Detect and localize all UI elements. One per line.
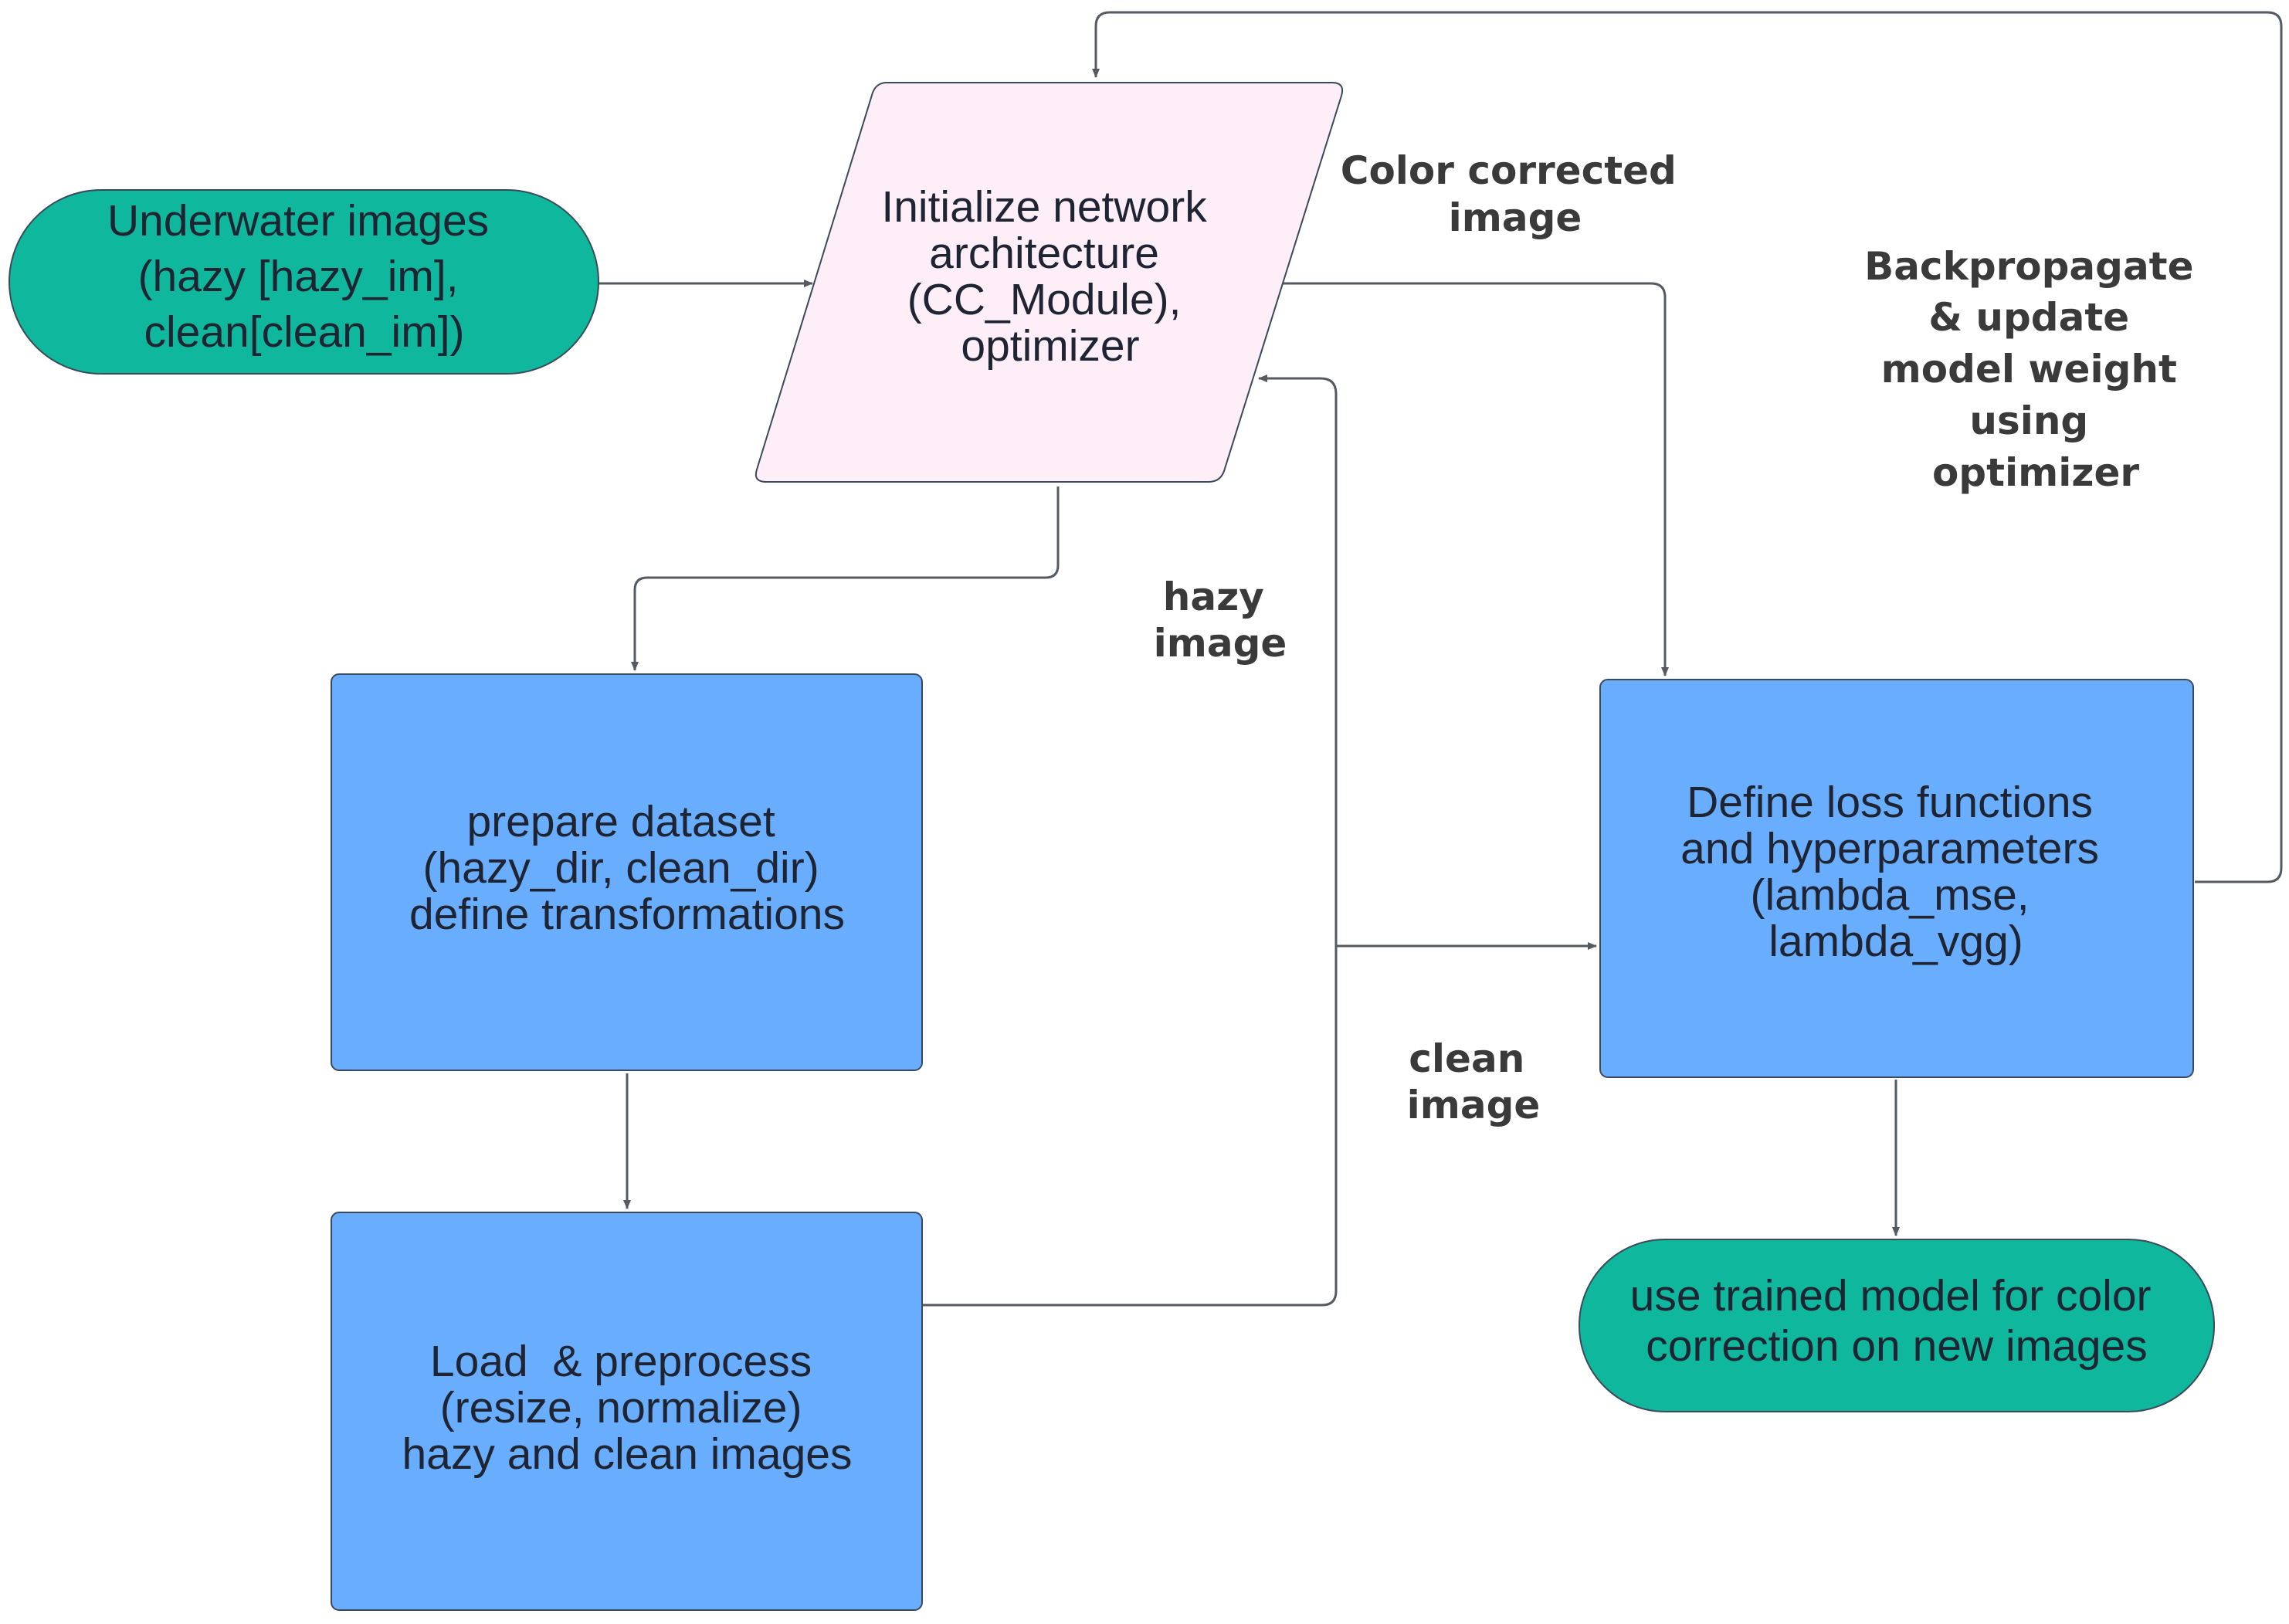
terminator-shape (1579, 1239, 2215, 1412)
node-line: (lambda_mse, (1751, 870, 2030, 920)
edge-label-hazy: hazy image (1154, 575, 1287, 666)
node-line: (CC_Module), (907, 275, 1182, 324)
process-shape (331, 673, 923, 1071)
svg-text:Load & preprocess (resi: Load & preprocess (resize, normalize) ha… (402, 1337, 852, 1479)
edge-label-backpropagate: Backpropagate & update model weight usin… (1864, 244, 2207, 495)
label-line: clean (1409, 1036, 1524, 1081)
label-line: hazy (1163, 575, 1264, 619)
edge-label-color-corrected: Color corrected image (1341, 148, 1690, 240)
edge-load-to-init-hazy (923, 375, 1338, 1307)
node-line: clean[clean_im]) (144, 307, 464, 357)
svg-text:use trained model for color: use trained model for color correction o… (1630, 1271, 2164, 1371)
node-line: (resize, normalize) (440, 1383, 802, 1432)
node-initialize-network: Initialize network architecture (CC_Modu… (755, 82, 1344, 483)
node-line: architecture (929, 229, 1159, 278)
node-line: Load & preprocess (430, 1337, 812, 1386)
svg-text:Initialize network archi: Initialize network architecture (CC_Modu… (881, 182, 1219, 371)
node-line: lambda_vgg) (1768, 917, 2023, 966)
node-line: prepare dataset (466, 797, 775, 846)
node-load-preprocess: Load & preprocess (resize, normalize) ha… (331, 1212, 923, 1611)
node-line: (hazy_dir, clean_dir) (422, 843, 819, 893)
node-define-loss: Define loss functions and hyperparameter… (1599, 679, 2194, 1078)
svg-text:prepare dataset (hazy_di: prepare dataset (hazy_dir, clean_dir) de… (409, 797, 845, 939)
label-line: & update (1928, 295, 2129, 340)
label-line: Backpropagate (1864, 244, 2193, 289)
node-line: define transformations (409, 890, 845, 939)
terminator-shape (8, 189, 599, 375)
node-line: (hazy [hazy_im], (138, 252, 459, 301)
process-shape (1599, 679, 2194, 1078)
edge-label-clean: clean image (1407, 1036, 1541, 1127)
node-line: Define loss functions (1687, 778, 2093, 827)
svg-text:Define loss functions an: Define loss functions and hyperparameter… (1680, 778, 2111, 966)
node-line: and hyperparameters (1680, 824, 2099, 873)
label-line: image (1449, 195, 1582, 240)
label-line: optimizer (1932, 450, 2139, 495)
parallelogram-shape (755, 82, 1344, 483)
process-shape (331, 1212, 923, 1611)
label-line: image (1407, 1083, 1541, 1127)
node-use-trained-model: use trained model for color correction o… (1579, 1239, 2215, 1412)
label-line: model weight (1881, 347, 2177, 392)
node-line: Underwater images (107, 196, 489, 246)
label-line: image (1154, 621, 1287, 666)
edge-init-to-loss (1282, 282, 1669, 676)
node-line: hazy and clean images (402, 1429, 852, 1479)
label-line: using (1969, 398, 2088, 443)
node-line: Initialize network (881, 182, 1207, 232)
node-line: optimizer (961, 321, 1139, 371)
node-line: correction on new images (1646, 1321, 2148, 1371)
node-underwater-images: Underwater images (hazy [hazy_im], clean… (8, 189, 599, 375)
node-line: use trained model for color (1630, 1271, 2152, 1321)
label-line: Color corrected (1341, 148, 1677, 193)
edge-init-to-prepare (631, 487, 1060, 671)
edge-loss-to-init-backprop (1092, 11, 2283, 883)
svg-text:Underwater images (hazy: Underwater images (hazy [hazy_im], clean… (107, 196, 501, 357)
node-prepare-dataset: prepare dataset (hazy_dir, clean_dir) de… (331, 673, 923, 1071)
